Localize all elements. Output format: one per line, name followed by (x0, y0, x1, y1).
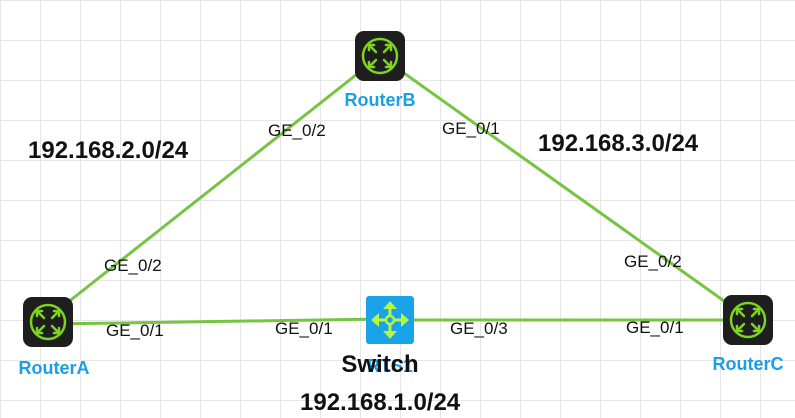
port-label-a-ge02: GE_0/2 (104, 256, 162, 275)
network-label-bc: 192.168.3.0/24 (538, 130, 699, 157)
router-c-label: RouterC (713, 354, 784, 374)
port-label-switch-ge03: GE_0/3 (450, 319, 508, 338)
link-b-c (378, 54, 750, 320)
switch-icon (366, 296, 414, 344)
network-label-switch: 192.168.1.0/24 (300, 389, 461, 416)
port-label-b-ge01: GE_0/1 (442, 119, 500, 138)
router-icon (23, 297, 73, 347)
router-icon (723, 295, 773, 345)
port-label-b-ge02: GE_0/2 (268, 121, 326, 140)
port-label-switch-ge01: GE_0/1 (275, 319, 333, 338)
link-a-switch (46, 317, 387, 326)
router-c[interactable] (723, 295, 773, 345)
switch-hidden-label: RTS1 (367, 356, 413, 376)
router-b-label: RouterB (345, 90, 416, 110)
router-a[interactable] (23, 297, 73, 347)
link-a-b (46, 54, 382, 320)
port-label-a-ge01: GE_0/1 (106, 321, 164, 340)
port-label-c-ge02: GE_0/2 (624, 252, 682, 271)
switch-label: Switch (341, 351, 418, 378)
router-b[interactable] (355, 31, 405, 81)
network-label-ab: 192.168.2.0/24 (28, 137, 189, 164)
router-icon (355, 31, 405, 81)
switch[interactable] (366, 296, 414, 344)
port-label-c-ge01: GE_0/1 (626, 318, 684, 337)
router-a-label: RouterA (19, 358, 90, 378)
